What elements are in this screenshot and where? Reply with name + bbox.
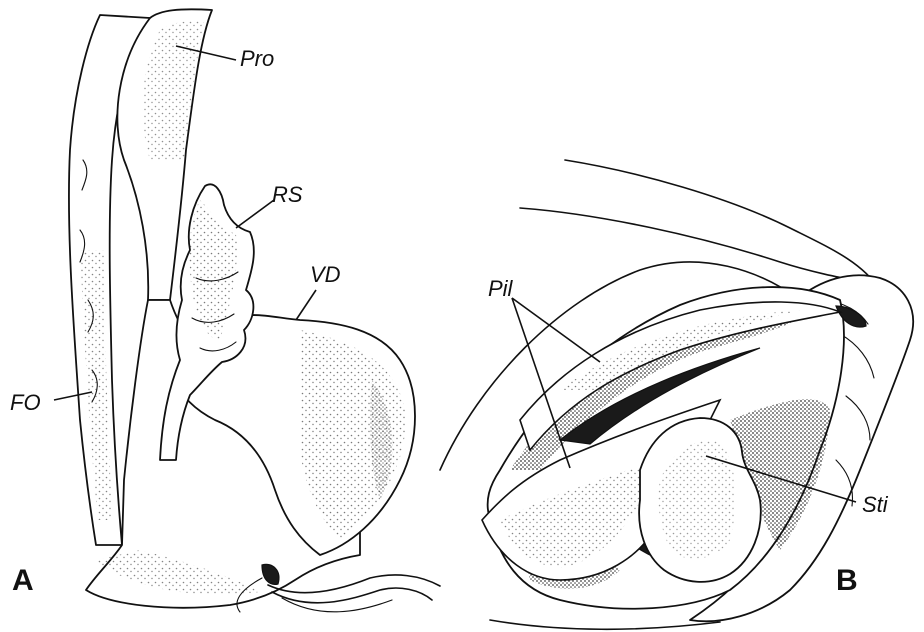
label-sti: Sti — [862, 492, 889, 517]
panel-label-a: A — [12, 564, 34, 597]
panel-label-b: B — [836, 564, 858, 597]
label-fo: FO — [10, 390, 41, 415]
panel-a-drawing: Pro RS VD FO A — [10, 9, 440, 612]
label-pil: Pil — [488, 276, 514, 301]
label-rs: RS — [272, 182, 303, 207]
label-pro: Pro — [240, 46, 274, 71]
panel-b-drawing: Pil Sti B — [440, 160, 913, 629]
label-vd: VD — [310, 262, 341, 287]
